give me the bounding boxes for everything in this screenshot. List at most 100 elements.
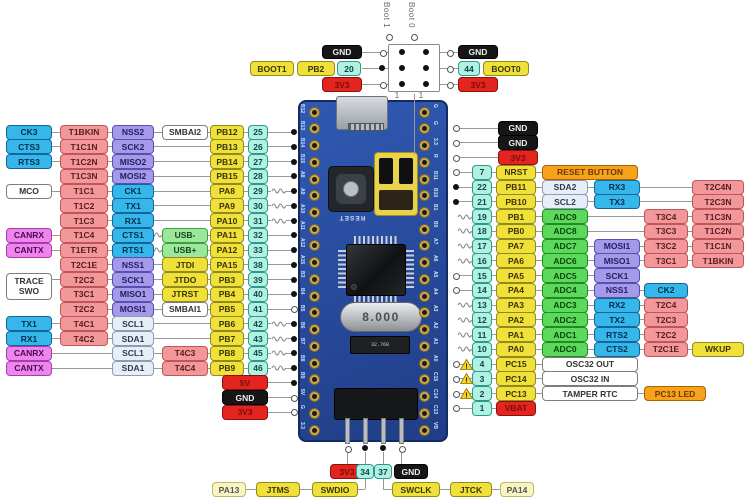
port-pa6: PA6	[496, 253, 536, 269]
silkscreen-label: G	[432, 120, 438, 125]
box-ck2: CK2	[644, 282, 688, 298]
pin-37: 37	[374, 464, 392, 479]
port-pb14: PB14	[210, 154, 244, 169]
box-t2c1e: T2C1E	[644, 341, 688, 357]
port-pb11: PB11	[496, 179, 536, 195]
box-tx3: TX3	[594, 194, 640, 210]
connector-line	[382, 488, 392, 490]
squiggle-icon	[457, 314, 472, 325]
connector-line	[362, 51, 388, 53]
box-rx2: RX2	[594, 297, 640, 313]
pin-22: 22	[472, 179, 492, 195]
silkscreen-label: B13	[299, 120, 305, 130]
box-rx1: RX1	[6, 331, 52, 346]
pin-43: 43	[248, 331, 268, 346]
silkscreen-label: A11	[299, 221, 305, 231]
connector-line	[458, 216, 744, 217]
box-sck1: SCK1	[112, 272, 154, 287]
box-mco: MCO	[6, 183, 52, 199]
port-pa8: PA8	[210, 183, 244, 199]
box-t2c3: T2C3	[644, 312, 688, 328]
box-pb2: PB2	[297, 61, 335, 76]
box-t3c4: T3C4	[644, 209, 688, 224]
pin-hole	[418, 140, 430, 151]
box-sda1: SDA1	[112, 331, 154, 346]
connector-line	[440, 489, 450, 490]
jumper-dot	[423, 49, 429, 55]
pin-hole	[418, 374, 430, 386]
port-pa3: PA3	[496, 297, 536, 313]
connector-line	[455, 157, 498, 158]
warning-icon: !	[459, 358, 473, 370]
pin-hole	[308, 257, 320, 269]
port-pa1: PA1	[496, 327, 536, 342]
pin-hole	[308, 123, 320, 135]
silkscreen-label: B12	[299, 104, 305, 114]
pin-14: 14	[472, 282, 492, 298]
silkscreen-label: A5	[432, 271, 438, 278]
box-sck2: SCK2	[112, 139, 154, 155]
jumper-one-right: 1	[418, 91, 424, 100]
connector-line	[66, 175, 292, 177]
pin-38: 38	[248, 257, 268, 273]
silkscreen-label: B3	[299, 271, 305, 278]
silkscreen-label: G	[432, 104, 438, 108]
solder-dot	[291, 202, 297, 209]
solder-dot	[453, 390, 460, 398]
pin-29: 29	[248, 183, 268, 199]
silkscreen-label: B7	[299, 338, 305, 345]
box-t3c2: T3C2	[644, 238, 688, 254]
box-sck1: SCK1	[594, 268, 640, 283]
crystal-32khz: 32.768	[350, 336, 410, 354]
box-jtrst: JTRST	[162, 286, 208, 302]
pin-hole	[418, 173, 430, 185]
connector-line	[300, 489, 312, 490]
port-pb6: PB6	[210, 316, 244, 332]
solder-dot	[291, 129, 297, 135]
box-miso2: MISO2	[112, 154, 154, 169]
box-jtms: JTMS	[256, 482, 300, 497]
box-tx1: TX1	[112, 198, 154, 214]
jumper-board-trace	[413, 94, 415, 154]
squiggle-icon	[457, 211, 472, 222]
jumper-dot	[423, 65, 429, 71]
pin-25: 25	[248, 124, 268, 140]
box-smbai2: SMBAI2	[162, 124, 208, 140]
pin-11: 11	[472, 327, 492, 342]
box-t3c1: T3C1	[644, 253, 688, 269]
silkscreen-label: C14	[432, 388, 438, 398]
connector-line	[66, 205, 292, 207]
box-t1c1: T1C1	[60, 183, 108, 199]
solder-dot	[453, 125, 460, 132]
box-scl1: SCL1	[112, 316, 154, 332]
silkscreen-label: B15	[299, 154, 305, 164]
squiggle-icon	[457, 344, 472, 355]
squiggle-icon	[457, 329, 472, 340]
box-gnd-topleft: GND	[322, 45, 362, 59]
jumper-side-dot	[379, 49, 387, 57]
box-3v3-topright: 3V3	[458, 77, 498, 92]
solder-dot	[291, 173, 297, 180]
solder-dot	[453, 184, 459, 190]
jumper-side-dot	[379, 81, 387, 89]
pin-hole	[418, 257, 430, 269]
box-usb+: USB+	[162, 242, 208, 258]
header-pin-2	[362, 418, 368, 444]
squiggle-icon	[457, 300, 472, 310]
box-ck1: CK1	[112, 183, 154, 199]
pin-hole	[418, 407, 430, 419]
header-pin-dot	[380, 445, 386, 451]
box-adc5: ADC5	[542, 268, 588, 283]
port-vbat: VBAT	[496, 400, 536, 416]
solder-dot	[453, 287, 460, 295]
connector-line	[492, 489, 500, 490]
header-pin-1	[344, 418, 350, 444]
mcu-pins-bottom	[354, 296, 398, 304]
port-pb8: PB8	[210, 345, 244, 361]
box-3v3: 3V3	[222, 404, 268, 420]
port-pb3: PB3	[210, 272, 244, 287]
solder-dot	[453, 169, 460, 177]
pin-hole	[418, 156, 430, 168]
box-t1c2n: T1C2N	[692, 223, 744, 239]
boot1-column-label: Boot 1	[382, 2, 391, 29]
